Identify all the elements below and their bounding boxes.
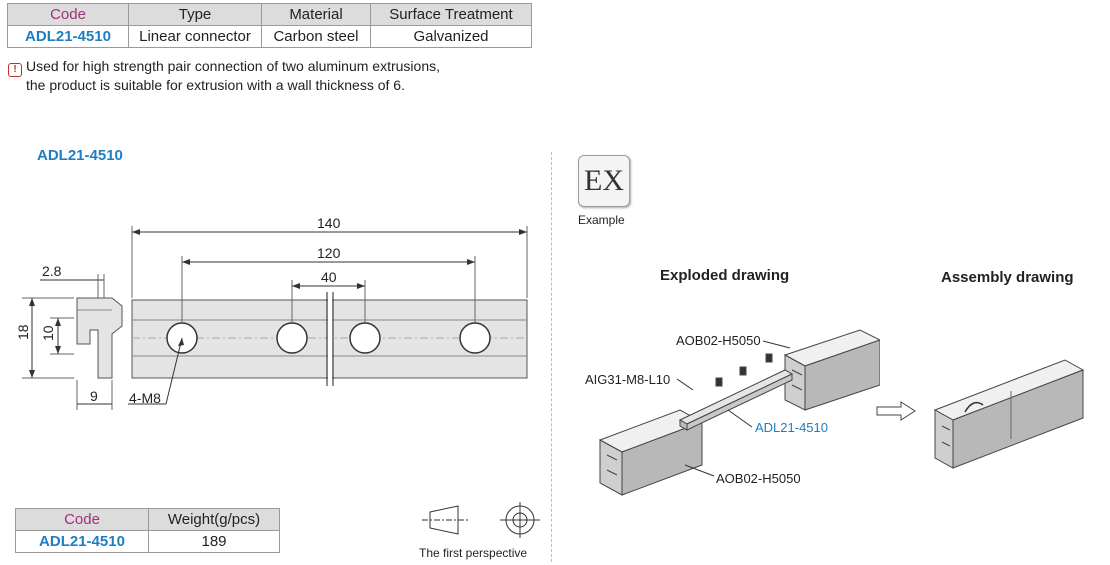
weight-table: Code Weight(g/pcs) ADL21-4510 189 bbox=[15, 508, 280, 553]
weight-table-row: ADL21-4510 189 bbox=[15, 530, 280, 553]
header-type: Type bbox=[128, 3, 262, 26]
label-screw: AIG31-M8-L10 bbox=[585, 372, 671, 387]
side-profile bbox=[76, 297, 123, 379]
example-badge: EX bbox=[578, 155, 630, 207]
exploded-drawing bbox=[598, 329, 880, 496]
spec-table-row: ADL21-4510 Linear connector Carbon steel… bbox=[7, 25, 532, 48]
dim-depth: 9 bbox=[90, 388, 98, 404]
label-profile-bottom: AOB02-H5050 bbox=[716, 471, 801, 486]
label-profile-top: AOB02-H5050 bbox=[676, 333, 761, 348]
spec-table-header: Code Type Material Surface Treatment bbox=[7, 3, 532, 26]
hole-2 bbox=[276, 322, 308, 354]
header-material: Material bbox=[261, 3, 371, 26]
dim-holes: 4-M8 bbox=[129, 390, 161, 406]
hole-4 bbox=[459, 322, 491, 354]
usage-note: ! Used for high strength pair connection … bbox=[8, 58, 440, 93]
note-line-2: the product is suitable for extrusion wi… bbox=[26, 77, 405, 93]
cell-weight: 189 bbox=[148, 530, 280, 553]
cell-type: Linear connector bbox=[128, 25, 262, 48]
arrow-right-icon bbox=[876, 401, 916, 421]
cell-material: Carbon steel bbox=[261, 25, 371, 48]
spec-table: Code Type Material Surface Treatment ADL… bbox=[7, 3, 532, 48]
first-angle-projection-icon bbox=[422, 502, 540, 538]
technical-drawing: 140 120 40 2.8 9 4-M8 18 10 bbox=[15, 215, 528, 410]
example-label: Example bbox=[578, 213, 625, 227]
hole-3 bbox=[349, 322, 381, 354]
header-code: Code bbox=[7, 3, 129, 26]
exploded-title: Exploded drawing bbox=[660, 267, 790, 284]
label-connector: ADL21-4510 bbox=[755, 420, 828, 435]
header-surface-treatment: Surface Treatment bbox=[370, 3, 532, 26]
drawing-title: ADL21-4510 bbox=[37, 147, 123, 164]
dim-thickness: 2.8 bbox=[42, 263, 62, 279]
dim-overall: 140 bbox=[317, 215, 341, 231]
header-code: Code bbox=[15, 508, 149, 531]
cell-code: ADL21-4510 bbox=[15, 530, 149, 553]
assembly-title: Assembly drawing bbox=[941, 269, 1074, 286]
perspective-label: The first perspective bbox=[419, 546, 528, 560]
dim-inner: 10 bbox=[40, 325, 56, 341]
dim-hole-pitch: 40 bbox=[321, 269, 337, 285]
warning-icon: ! bbox=[8, 63, 22, 77]
header-weight: Weight(g/pcs) bbox=[148, 508, 280, 531]
cell-code: ADL21-4510 bbox=[7, 25, 129, 48]
cell-surface-treatment: Galvanized bbox=[370, 25, 532, 48]
note-line-1: Used for high strength pair connection o… bbox=[26, 58, 440, 74]
weight-table-header: Code Weight(g/pcs) bbox=[15, 508, 280, 531]
dim-height: 18 bbox=[15, 324, 31, 340]
dim-hole-span: 120 bbox=[317, 245, 341, 261]
section-divider bbox=[551, 152, 552, 562]
assembly-drawing bbox=[933, 359, 1085, 469]
